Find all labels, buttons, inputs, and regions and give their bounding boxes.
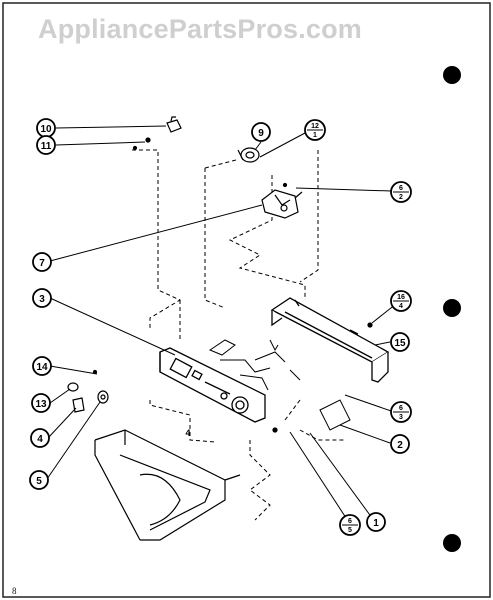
svg-text:14: 14 [36,362,48,373]
callout-10: 10 [36,118,56,138]
callout-12-1: 12 1 [304,119,326,141]
callout-3: 3 [32,288,52,308]
knob-assembly [237,147,260,163]
svg-text:3: 3 [399,414,403,421]
callout-11: 11 [36,135,56,155]
callout-13: 13 [31,393,51,413]
inline-reference-label: 4 [185,428,190,438]
svg-text:12: 12 [311,123,319,130]
callout-6-5: 6 5 [339,514,361,536]
callout-4: 4 [30,428,50,448]
callout-2: 2 [390,434,410,454]
svg-text:5: 5 [348,527,352,534]
svg-text:4: 4 [399,303,403,310]
watermark: AppliancePartsPros.com [38,14,363,44]
svg-text:1: 1 [373,518,379,529]
callout-5: 5 [29,470,49,490]
callout-6-3: 6 3 [390,401,412,423]
callout-16-4: 16 4 [390,290,412,312]
cabinet-top-base [94,429,241,541]
svg-text:16: 16 [397,294,405,301]
svg-text:15: 15 [394,338,406,349]
svg-text:9: 9 [258,128,264,139]
clip-part [166,116,182,133]
svg-text:2: 2 [397,440,403,451]
callout-14: 14 [32,356,52,376]
page-number: 8 [12,586,17,596]
svg-text:2: 2 [399,194,403,201]
svg-text:5: 5 [36,476,42,487]
svg-text:4: 4 [37,434,43,445]
dashed-guide-lines [132,149,345,521]
callout-6-2: 6 2 [390,181,412,203]
svg-text:1: 1 [313,132,317,139]
svg-text:11: 11 [41,141,52,152]
svg-text:7: 7 [39,258,45,269]
svg-text:6: 6 [399,185,403,192]
svg-text:6: 6 [399,405,403,412]
svg-text:13: 13 [35,399,47,410]
backsplash-panel [270,297,390,383]
callout-7: 7 [32,252,52,272]
callout-9: 9 [251,122,271,142]
leader-lines [46,125,402,525]
callout-1: 1 [366,512,386,532]
callouts: 10 11 9 12 1 6 2 [29,118,412,536]
control-panel [159,347,266,423]
svg-text:6: 6 [348,518,352,525]
svg-text:3: 3 [39,294,45,305]
binder-hole-top [443,66,461,84]
wiring-bracket [208,339,351,431]
callout-15: 15 [390,332,410,352]
binder-hole-bottom [443,534,461,552]
timer-assembly [261,189,303,219]
svg-text:10: 10 [40,124,52,135]
binder-hole-middle [443,299,461,317]
